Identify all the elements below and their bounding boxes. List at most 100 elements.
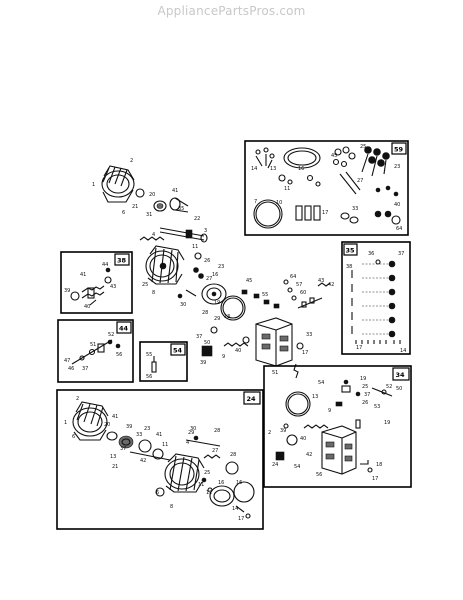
svg-text:43: 43 — [110, 284, 116, 290]
svg-text:22: 22 — [194, 216, 200, 222]
inset-59-label: 59 — [394, 146, 404, 154]
svg-text:6: 6 — [122, 210, 125, 216]
svg-text:11: 11 — [162, 442, 168, 448]
inset-44[interactable]: 44 47 46 37 51 52 56 — [57, 319, 134, 383]
valve-parts-column — [351, 259, 401, 344]
svg-text:28: 28 — [214, 428, 220, 434]
main-pump-assembly — [101, 165, 331, 379]
svg-text:41: 41 — [156, 432, 162, 438]
inset-24[interactable]: 24 — [56, 389, 264, 530]
svg-text:4: 4 — [152, 232, 155, 238]
svg-text:23: 23 — [144, 426, 150, 432]
svg-text:64: 64 — [290, 274, 296, 280]
svg-text:2: 2 — [76, 396, 79, 402]
svg-text:37: 37 — [398, 251, 404, 257]
svg-text:45: 45 — [246, 278, 252, 284]
svg-text:33: 33 — [352, 206, 358, 212]
unloader-parts — [71, 339, 121, 365]
svg-text:64: 64 — [396, 226, 402, 232]
svg-text:12: 12 — [206, 490, 212, 496]
svg-text:29: 29 — [214, 316, 220, 322]
svg-text:56: 56 — [116, 352, 122, 358]
svg-text:43: 43 — [318, 278, 324, 284]
svg-text:37: 37 — [364, 392, 370, 398]
svg-text:21: 21 — [132, 204, 138, 210]
svg-text:57: 57 — [296, 282, 302, 288]
svg-text:25: 25 — [142, 282, 148, 288]
inset-38[interactable]: 38 39 41 40 44 43 — [60, 251, 133, 314]
inset-38-label: 38 — [117, 257, 127, 265]
svg-text:1: 1 — [92, 182, 95, 188]
svg-text:2: 2 — [130, 158, 133, 164]
svg-text:19: 19 — [360, 376, 366, 382]
manifold-block — [255, 317, 293, 367]
svg-text:13: 13 — [270, 166, 276, 172]
svg-text:9: 9 — [328, 408, 331, 414]
svg-text:13: 13 — [110, 454, 116, 460]
svg-text:21: 21 — [112, 464, 118, 470]
inset-34[interactable]: 34 — [263, 365, 412, 488]
crankcase — [101, 165, 135, 203]
svg-text:46: 46 — [68, 366, 74, 372]
svg-text:56: 56 — [316, 472, 322, 478]
svg-text:39: 39 — [280, 428, 286, 434]
svg-text:1: 1 — [64, 420, 67, 426]
svg-text:14: 14 — [251, 166, 257, 172]
inset-35[interactable]: 35 — [341, 241, 411, 355]
svg-text:17: 17 — [322, 210, 328, 216]
svg-text:37: 37 — [196, 334, 202, 340]
main-assembly-callouts: 1 2 6 20 41 35 31 21 22 4 3 11 8 25 26 2… — [92, 158, 334, 376]
svg-text:17: 17 — [372, 476, 378, 482]
svg-text:55: 55 — [146, 352, 152, 358]
svg-text:51: 51 — [272, 370, 278, 376]
svg-text:23: 23 — [394, 164, 400, 170]
svg-text:60: 60 — [300, 290, 306, 296]
svg-text:35: 35 — [178, 206, 184, 212]
svg-text:51: 51 — [90, 342, 96, 348]
watermark: AppliancePartsPros.com — [157, 4, 306, 18]
svg-text:40: 40 — [235, 348, 241, 354]
svg-text:19: 19 — [214, 300, 220, 306]
inset-34-label: 34 — [396, 371, 406, 379]
svg-text:33: 33 — [136, 432, 142, 438]
svg-text:50: 50 — [396, 386, 402, 392]
pump-head-variant — [164, 453, 205, 493]
svg-text:44: 44 — [102, 262, 108, 268]
inset-54[interactable]: 54 55 56 — [139, 341, 188, 382]
svg-text:52: 52 — [386, 384, 392, 390]
svg-text:17: 17 — [238, 516, 244, 522]
svg-text:17: 17 — [302, 350, 308, 356]
svg-text:6: 6 — [72, 434, 75, 440]
svg-text:53: 53 — [374, 404, 380, 410]
svg-text:36: 36 — [368, 251, 374, 257]
crankshaft — [169, 197, 189, 213]
svg-text:39: 39 — [64, 288, 70, 294]
svg-text:8: 8 — [170, 504, 173, 510]
svg-text:3: 3 — [204, 228, 207, 234]
crankcase-variant — [72, 401, 109, 441]
svg-text:54: 54 — [318, 380, 324, 386]
svg-text:9: 9 — [222, 354, 225, 360]
svg-text:38: 38 — [346, 264, 352, 270]
inset-59[interactable]: 59 — [244, 140, 409, 236]
svg-text:30: 30 — [180, 302, 186, 308]
svg-text:28: 28 — [230, 452, 236, 458]
svg-text:20: 20 — [104, 422, 110, 428]
svg-text:28: 28 — [202, 310, 208, 316]
svg-text:52: 52 — [108, 332, 114, 338]
svg-text:33: 33 — [306, 332, 312, 338]
manifold-variant — [321, 419, 373, 475]
svg-text:25: 25 — [360, 144, 366, 150]
svg-text:42: 42 — [140, 458, 146, 464]
svg-text:41: 41 — [172, 188, 178, 194]
svg-text:41: 41 — [112, 414, 118, 420]
svg-text:55: 55 — [262, 292, 268, 298]
svg-text:45: 45 — [331, 153, 337, 159]
svg-text:26: 26 — [362, 400, 368, 406]
svg-text:4: 4 — [186, 440, 189, 446]
svg-text:40: 40 — [394, 202, 400, 208]
svg-text:20: 20 — [149, 192, 155, 198]
svg-text:16: 16 — [298, 166, 304, 172]
svg-text:54: 54 — [294, 464, 300, 470]
